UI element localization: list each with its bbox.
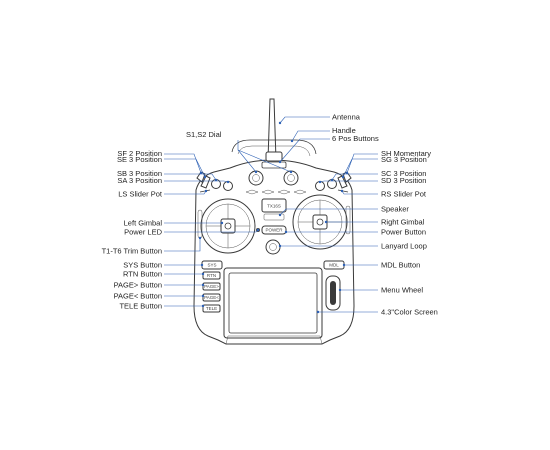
mdl-key-text: MDL: [329, 263, 339, 268]
label-sg: SG 3 Position: [381, 155, 427, 164]
right-gimbal: [292, 194, 348, 250]
label-ls: LS Slider Pot: [118, 190, 163, 199]
label-trim: T1-T6 Trim Button: [102, 247, 162, 256]
antenna: [267, 98, 277, 161]
label-sd: SD 3 Position: [381, 176, 426, 185]
label-tele: TELE Button: [119, 302, 162, 311]
page-next-key-text: PAGE>: [204, 284, 219, 289]
label-mdl: MDL Button: [381, 261, 420, 270]
power-led: [255, 227, 260, 232]
label-s1s2-dial: S1,S2 Dial: [186, 130, 222, 139]
left-gimbal: [200, 198, 256, 254]
label-left-gimbal: Left Gimbal: [124, 219, 163, 228]
label-se: SE 3 Position: [117, 155, 162, 164]
label-menu-wheel: Menu Wheel: [381, 286, 423, 295]
power-text: POWER: [265, 228, 283, 233]
label-lanyard-loop: Lanyard Loop: [381, 242, 427, 251]
sys-key-text: SYS: [207, 263, 216, 268]
six-pos-buttons: [261, 161, 287, 169]
callout-lines: [164, 116, 378, 314]
speaker: [263, 213, 285, 221]
label-right-gimbal: Right Gimbal: [381, 218, 425, 227]
power-button: [261, 225, 287, 235]
color-screen-bezel: [223, 267, 323, 339]
color-screen: [228, 272, 318, 334]
radio-transmitter: TX16S POWER SYS MDL RTN PAGE> PAGE< TELE: [193, 98, 355, 345]
callout-labels: Antenna Handle 6 Pos Buttons S1,S2 Dial …: [102, 113, 438, 317]
label-sa: SA 3 Position: [117, 176, 162, 185]
handle: [231, 139, 317, 155]
label-six-pos-buttons: 6 Pos Buttons: [332, 134, 379, 143]
label-handle: Handle: [332, 126, 356, 135]
sg-switch: [337, 175, 348, 189]
label-sh: SH Momentary: [381, 149, 431, 158]
page-prev-key-text: PAGE<: [204, 295, 219, 300]
se-switch: [200, 175, 211, 189]
label-power-led: Power LED: [124, 228, 163, 237]
label-page-next: PAGE> Button: [114, 281, 162, 290]
lanyard-loop: [265, 239, 281, 255]
label-speaker: Speaker: [381, 205, 409, 214]
label-sys: SYS Button: [123, 261, 162, 270]
logo-text: TX16S: [267, 204, 281, 209]
label-power-button: Power Button: [381, 228, 426, 237]
rtn-key-text: RTN: [207, 273, 216, 278]
label-screen: 4.3"Color Screen: [381, 308, 438, 317]
tele-key: [202, 304, 221, 313]
label-rtn: RTN Button: [123, 270, 162, 279]
label-page-prev: PAGE< Button: [114, 292, 162, 301]
label-antenna: Antenna: [332, 113, 361, 122]
label-rs: RS Slider Pot: [381, 190, 427, 199]
page-next-key: [202, 282, 221, 291]
page-prev-key: [202, 293, 221, 302]
label-sc: SC 3 Position: [381, 169, 426, 178]
label-sf: SF 2 Position: [117, 149, 162, 158]
logo-plate: [261, 198, 287, 213]
rtn-key: [202, 271, 221, 280]
label-sb: SB 3 Position: [117, 169, 162, 178]
tele-key-text: TELE: [206, 306, 217, 311]
